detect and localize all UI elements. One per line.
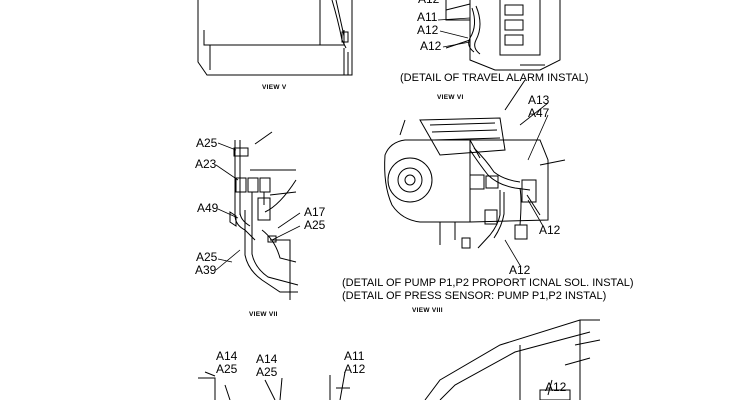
view-viii-drawing bbox=[384, 79, 566, 249]
view-title-viii: VIEW VIII bbox=[412, 307, 443, 314]
label-a12: A12 bbox=[539, 223, 561, 237]
leader-lines bbox=[215, 17, 549, 271]
view-title-vii: VIEW VII bbox=[249, 311, 278, 318]
view-v-drawing bbox=[197, 0, 353, 76]
label-a49: A49 bbox=[197, 201, 219, 215]
label-a13: A13 bbox=[528, 93, 550, 107]
bottom-right-drawing bbox=[424, 319, 601, 400]
label-a25: A25 bbox=[304, 218, 326, 232]
label-a12: A12 bbox=[420, 39, 442, 53]
label-a23: A23 bbox=[195, 157, 217, 171]
view-title-vi: VIEW VI bbox=[437, 94, 464, 101]
label-a12: A12 bbox=[418, 0, 439, 6]
view-title-v: VIEW V bbox=[262, 84, 287, 91]
caption-press-sensor: (DETAIL OF PRESS SENSOR: PUMP P1,P2 INST… bbox=[342, 290, 607, 302]
label-a25: A25 bbox=[216, 362, 238, 376]
label-a25: A25 bbox=[256, 365, 278, 379]
label-a14: A14 bbox=[256, 352, 278, 366]
label-a17: A17 bbox=[304, 205, 326, 219]
label-a12: A12 bbox=[344, 362, 366, 376]
label-a25: A25 bbox=[196, 136, 218, 150]
view-vi-drawing bbox=[445, 0, 561, 71]
label-a12: A12 bbox=[509, 263, 531, 277]
label-a14: A14 bbox=[216, 349, 238, 363]
label-a11: A11 bbox=[417, 10, 438, 24]
label-a25: A25 bbox=[196, 250, 218, 264]
label-a12: A12 bbox=[417, 23, 439, 37]
view-vii-drawing bbox=[229, 131, 299, 300]
caption-pump-sol: (DETAIL OF PUMP P1,P2 PROPORT ICNAL SOL.… bbox=[342, 277, 634, 289]
caption-travel-alarm: (DETAIL OF TRAVEL ALARM INSTAL) bbox=[400, 72, 589, 84]
label-a12: A12 bbox=[545, 380, 567, 394]
bottom-left-drawing bbox=[198, 371, 350, 400]
label-a11: A11 bbox=[344, 349, 365, 363]
label-a39: A39 bbox=[195, 263, 217, 277]
label-a47: A47 bbox=[528, 106, 550, 120]
